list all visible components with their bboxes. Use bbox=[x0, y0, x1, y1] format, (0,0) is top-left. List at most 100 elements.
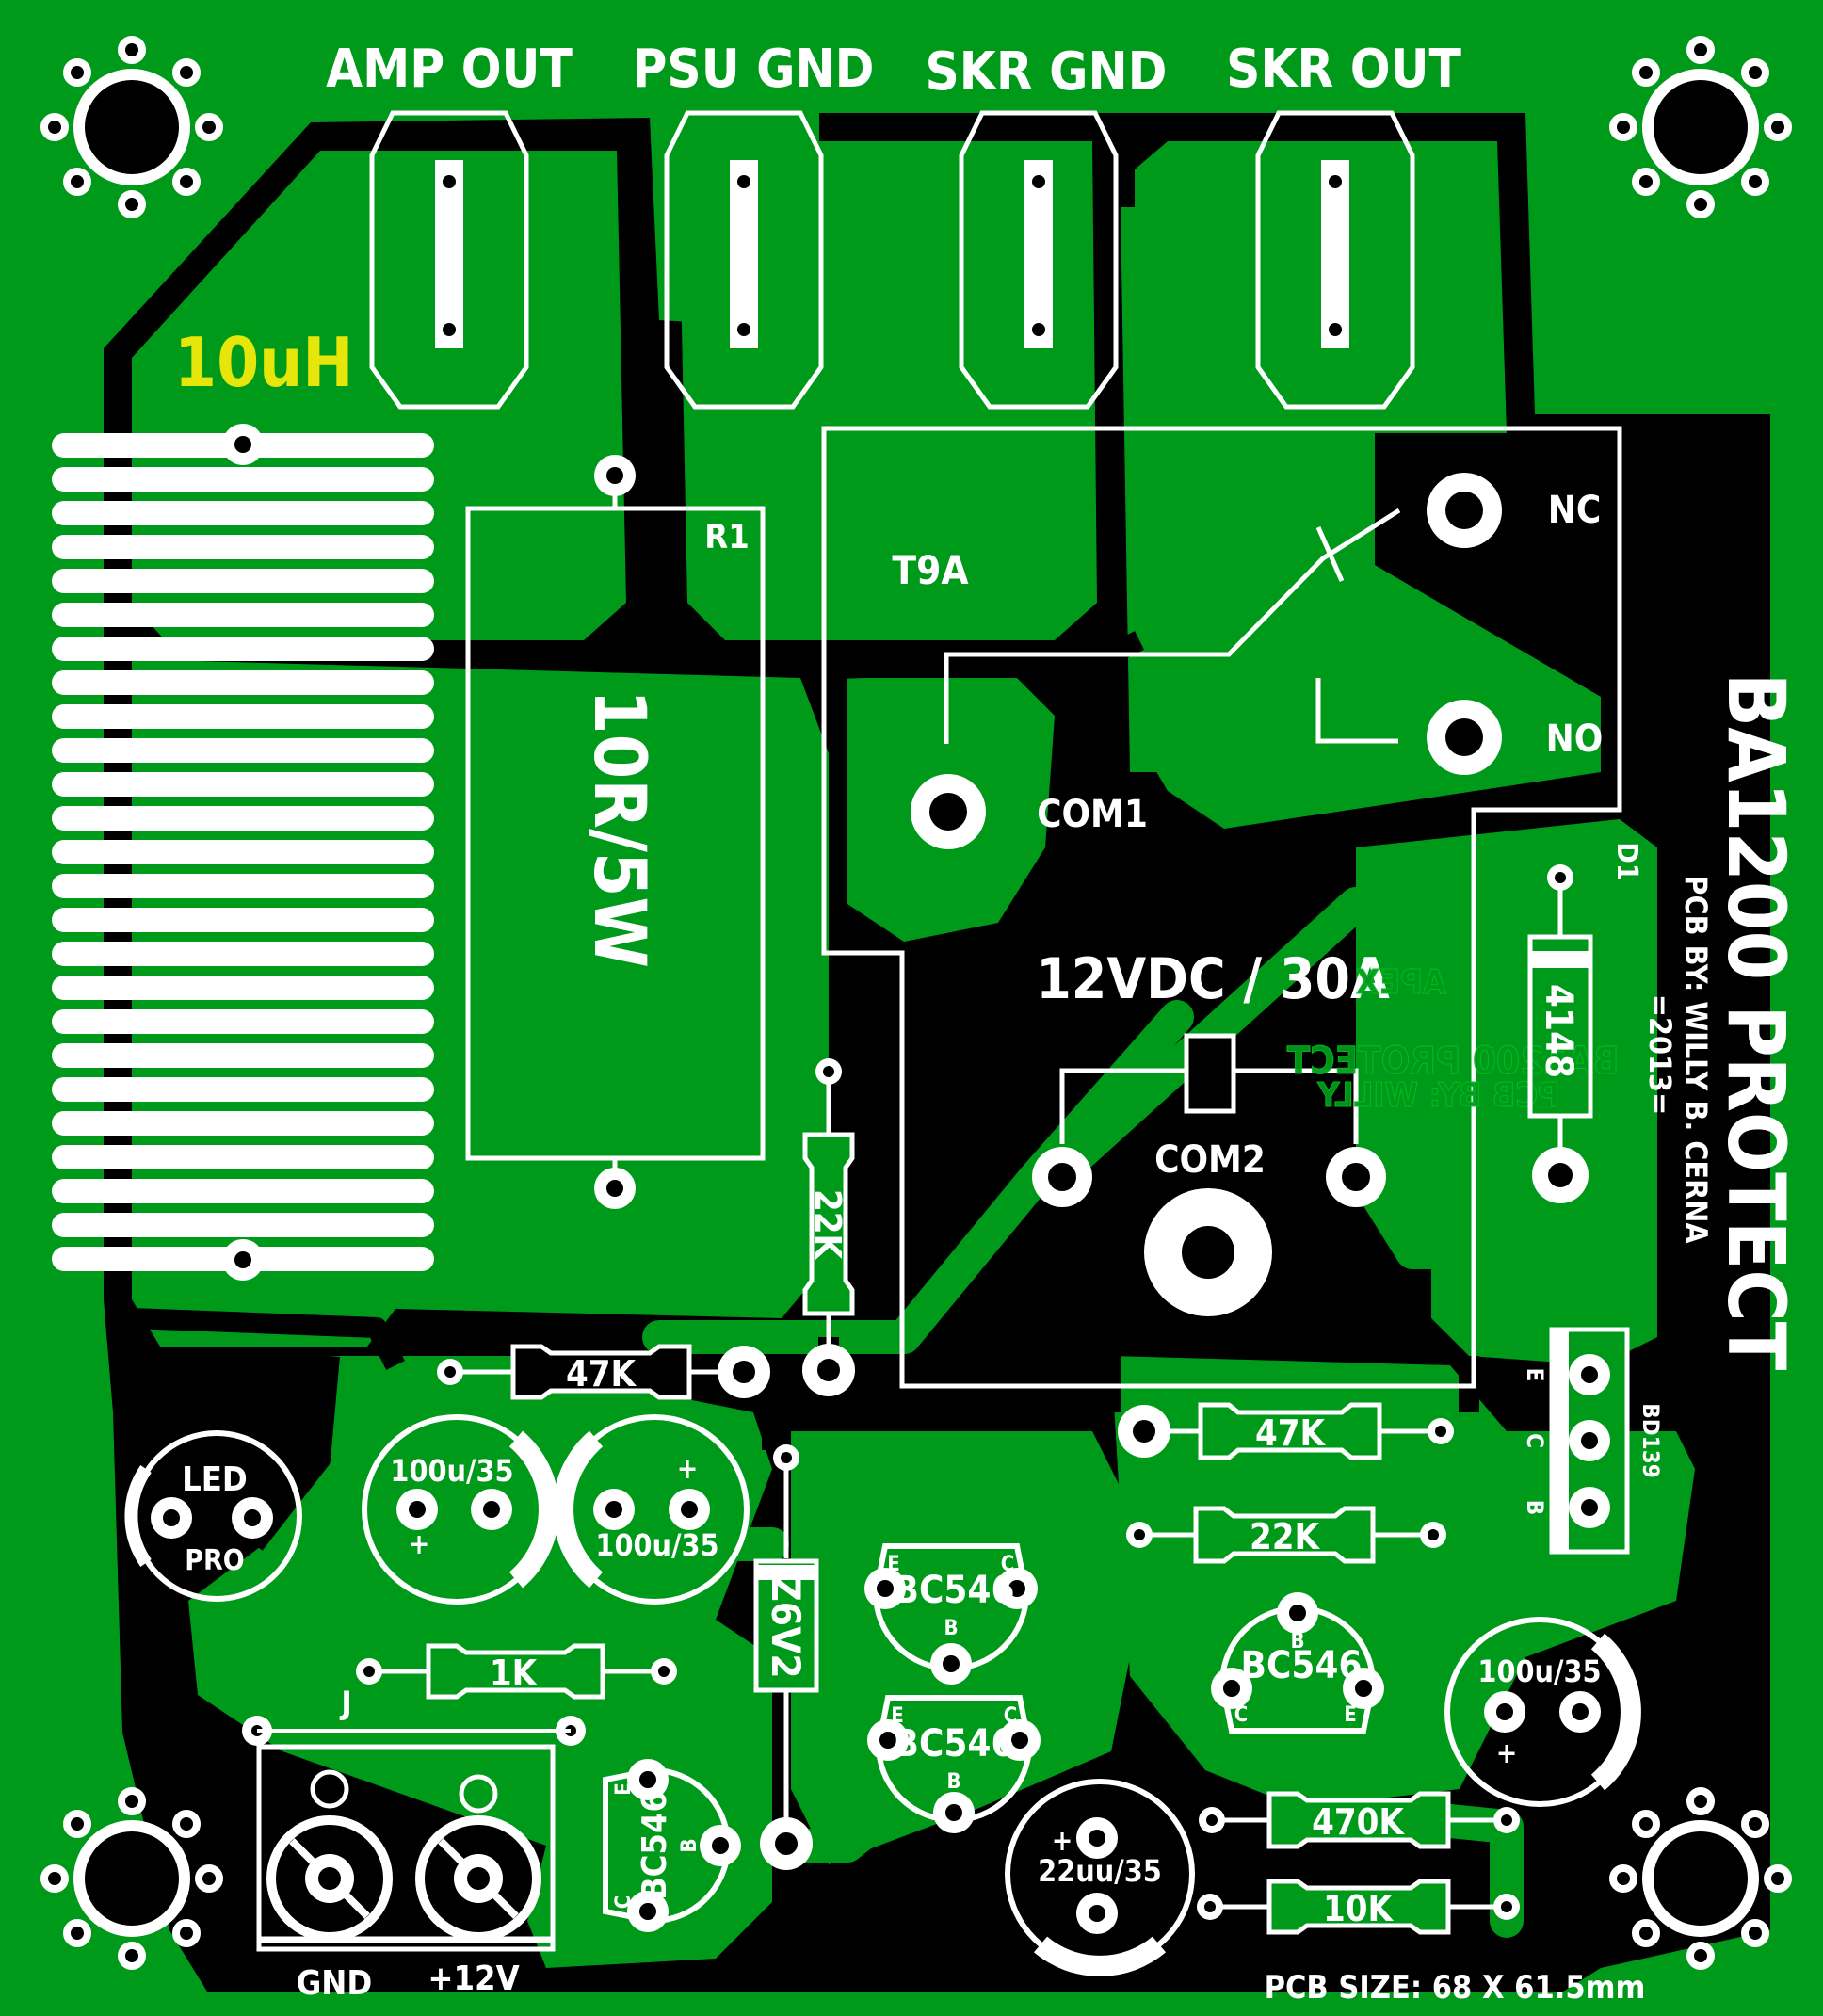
q3-pin-b: B bbox=[1290, 1630, 1304, 1653]
q1-label: BC546 bbox=[894, 1569, 1015, 1612]
diode-d1: 4148 D1 bbox=[1527, 842, 1643, 1203]
inductor-label: 10uH bbox=[174, 323, 353, 402]
q1-pin-e: E bbox=[887, 1553, 900, 1576]
r22k-vertical-value: 22K bbox=[807, 1189, 848, 1261]
mounting-hole-top-right bbox=[1609, 36, 1792, 218]
label-psu-gnd: PSU GND bbox=[633, 39, 875, 100]
transistor-q2: BC546 E C B bbox=[867, 1695, 1041, 1833]
bd139-pin-b: B bbox=[1522, 1500, 1548, 1515]
mounting-hole-bottom-left bbox=[40, 1787, 223, 1970]
r1-value: 10R/5W bbox=[578, 689, 662, 968]
connector-psu-gnd: PSU GND bbox=[633, 39, 875, 410]
transistor-q3: BC546 C E B bbox=[1211, 1592, 1384, 1734]
watermark-credit: PCB BY: WILLY bbox=[1317, 1076, 1560, 1115]
terminal-screw-12v bbox=[415, 1774, 541, 1942]
transistor-bd139: E C B BD139 bbox=[1522, 1327, 1664, 1555]
q3-label: BC546 bbox=[1241, 1644, 1363, 1687]
terminal-screw-gnd bbox=[266, 1769, 393, 1942]
label-skr-out: SKR OUT bbox=[1226, 39, 1461, 100]
inductor-10uh: 10uH bbox=[52, 323, 434, 1281]
cap-bottom-plus: + bbox=[1052, 1825, 1073, 1858]
resistor-47k-left: 47K bbox=[437, 1344, 770, 1400]
r1k-value: 1K bbox=[490, 1653, 539, 1694]
board-title: BA1200 PROTECT bbox=[1710, 673, 1802, 1371]
relay-outline-label: T9A bbox=[892, 547, 969, 593]
cap-bottom-value: 22uu/35 bbox=[1038, 1853, 1162, 1889]
mounting-holes bbox=[40, 36, 1792, 1970]
cap-mid-value: 100u/35 bbox=[595, 1527, 718, 1563]
label-skr-gnd: SKR GND bbox=[925, 41, 1167, 103]
r470k-value: 470K bbox=[1312, 1801, 1405, 1843]
led-label-bottom: PRO bbox=[185, 1544, 245, 1577]
led-label-top: LED bbox=[182, 1460, 248, 1499]
q1-pin-b: B bbox=[944, 1617, 958, 1640]
board-credit: PCB BY: WILLY B. CERNA bbox=[1678, 875, 1714, 1244]
r47k-right-value: 47K bbox=[1255, 1412, 1327, 1454]
transistor-q4: BC546 C E B bbox=[603, 1759, 741, 1932]
r47k-left-value: 47K bbox=[566, 1353, 637, 1395]
bd139-pin-c: C bbox=[1522, 1433, 1548, 1448]
mirrored-watermark: BA1200 PROTECT PCB BY: WILLY APEX bbox=[1286, 963, 1620, 1116]
board-year: =2013= bbox=[1642, 994, 1678, 1115]
capacitor-bottom: 22uu/35 + bbox=[1005, 1779, 1195, 1976]
cap-right-value: 100u/35 bbox=[1477, 1653, 1601, 1689]
q1-pin-c: C bbox=[1001, 1553, 1015, 1576]
q2-pin-c: C bbox=[1004, 1704, 1018, 1728]
q4-label: BC546 bbox=[636, 1791, 674, 1900]
relay: T9A NC NO COM1 COM2 12VDC / 30A bbox=[821, 426, 1622, 1389]
board-size: PCB SIZE: 68 X 61.5mm bbox=[1265, 1969, 1646, 2007]
q3-pin-e: E bbox=[1344, 1703, 1357, 1727]
q4-pin-e: E bbox=[612, 1782, 636, 1796]
q2-pin-b: B bbox=[946, 1770, 960, 1794]
relay-pin-com2: COM2 bbox=[1154, 1138, 1266, 1182]
mounting-hole-bottom-right bbox=[1609, 1787, 1792, 1970]
resistor-10k: 10K bbox=[1197, 1879, 1520, 1935]
capacitor-right: 100u/35 + bbox=[1444, 1617, 1641, 1807]
connector-amp-out: AMP OUT bbox=[326, 39, 573, 410]
terminal-12v-label: +12V bbox=[428, 1960, 519, 1998]
power-terminal: J GND +12V bbox=[242, 1685, 586, 2003]
resistor-47k-right: 47K bbox=[1118, 1402, 1454, 1460]
q3-pin-c: C bbox=[1234, 1703, 1249, 1727]
led-protect: LED PRO bbox=[124, 1430, 302, 1602]
relay-rating: 12VDC / 30A bbox=[1036, 946, 1390, 1012]
terminal-gnd-label: GND bbox=[297, 1964, 373, 2003]
r10k-value: 10K bbox=[1323, 1888, 1395, 1929]
zener-value: Z6V2 bbox=[763, 1575, 809, 1678]
capacitor-mid: 100u/35 + bbox=[553, 1414, 750, 1605]
q4-pin-c: C bbox=[612, 1895, 636, 1910]
bd139-label: BD139 bbox=[1637, 1403, 1664, 1477]
copper-inductor-zone bbox=[132, 659, 829, 1347]
resistor-22k-right: 22K bbox=[1126, 1506, 1446, 1564]
q4-pin-b: B bbox=[678, 1838, 702, 1852]
resistor-1k: 1K bbox=[356, 1643, 677, 1700]
relay-pin-nc: NC bbox=[1548, 489, 1602, 532]
connector-skr-gnd: SKR GND bbox=[925, 41, 1168, 410]
inductor-coil bbox=[52, 433, 434, 1271]
r22k-right-value: 22K bbox=[1250, 1516, 1321, 1557]
cap-mid-plus: + bbox=[677, 1453, 699, 1486]
d1-ref: D1 bbox=[1610, 842, 1643, 880]
resistor-r1: R1 10R/5W bbox=[465, 455, 766, 1209]
copper-skr-out bbox=[1135, 141, 1601, 829]
cap-left-plus: + bbox=[409, 1528, 430, 1561]
relay-pin-no: NO bbox=[1546, 718, 1604, 761]
resistor-22k-vertical: 22K bbox=[802, 1058, 855, 1396]
spade-connectors: AMP OUT PSU GND SKR GND SKR OUT bbox=[326, 39, 1462, 410]
title-block: BA1200 PROTECT PCB BY: WILLY B. CERNA =2… bbox=[1265, 673, 1802, 2007]
q2-label: BC546 bbox=[894, 1722, 1015, 1766]
cap-right-plus: + bbox=[1496, 1737, 1518, 1770]
watermark-title: BA1200 PROTECT bbox=[1286, 1040, 1619, 1083]
r1-ref: R1 bbox=[704, 518, 749, 556]
q2-pin-e: E bbox=[891, 1704, 904, 1728]
zener-z6v2: Z6V2 bbox=[753, 1444, 819, 1870]
relay-pin-com1: COM1 bbox=[1037, 793, 1148, 836]
resistor-470k: 470K bbox=[1199, 1791, 1520, 1849]
cap-left-value: 100u/35 bbox=[390, 1453, 513, 1489]
connector-skr-out: SKR OUT bbox=[1226, 39, 1462, 410]
copper-skr-gnd bbox=[1121, 207, 1168, 772]
mounting-hole-top-left bbox=[40, 36, 223, 218]
bd139-pin-e: E bbox=[1522, 1368, 1548, 1382]
